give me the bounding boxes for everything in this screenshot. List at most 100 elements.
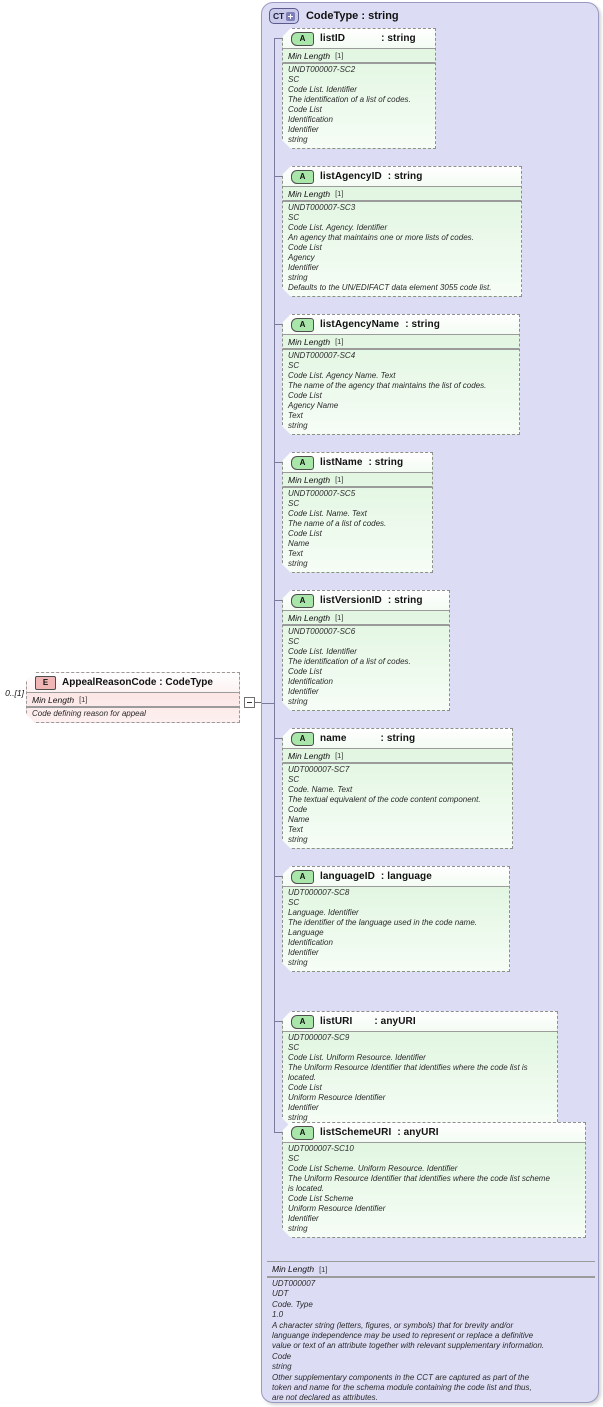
connector-stub	[274, 324, 282, 325]
attribute-doc-line: Code List. Name. Text	[288, 509, 367, 518]
attribute-name-text: listAgencyName	[320, 319, 400, 330]
element-name: AppealReasonCode : CodeType	[62, 677, 213, 688]
attribute-facet-row: Min Length[1]	[283, 748, 512, 763]
complextype-facet-value: [1]	[319, 1264, 328, 1274]
attribute-type-text: : string	[380, 733, 416, 744]
element-doc-line: Code defining reason for appeal	[32, 709, 146, 718]
attribute-name: name : string	[320, 733, 415, 744]
connector-stub	[274, 876, 282, 877]
element-facet-label: Min Length	[32, 694, 75, 705]
attribute-badge-icon: A	[291, 732, 314, 746]
attribute-doc-line: string	[288, 273, 308, 282]
attribute-doc-line: Text	[288, 411, 303, 420]
attribute-doc-line: Name	[288, 539, 310, 548]
attribute-doc-line: Uniform Resource Identifier	[288, 1204, 386, 1213]
complextype-badge-label: CT	[273, 10, 284, 21]
connector-stub	[274, 38, 282, 39]
attribute-type-text: : anyURI	[374, 1016, 416, 1027]
complextype-header: CT CodeType : string	[269, 7, 399, 25]
attribute-facet-value: [1]	[335, 189, 344, 198]
attribute-doc-line: UDT000007-SC10	[288, 1144, 354, 1153]
attribute-doc-line: Identification	[288, 677, 333, 686]
attribute-facet-row: Min Length[1]	[283, 334, 519, 349]
attribute-facet-label: Min Length	[288, 188, 331, 199]
attribute-badge-icon: A	[291, 318, 314, 332]
attribute-name: listURI: anyURI	[320, 1016, 416, 1027]
attribute-doc-line: Defaults to the UN/EDIFACT data element …	[288, 283, 492, 292]
connector-stub	[274, 1132, 282, 1133]
attribute-doc-line: Name	[288, 815, 310, 824]
attribute-doc-line: Code List. Identifier	[288, 85, 357, 94]
attribute-doc-line: Identifier	[288, 1214, 319, 1223]
connector-stub	[274, 600, 282, 601]
plus-icon[interactable]	[285, 11, 295, 21]
element-facet-value: [1]	[79, 695, 88, 704]
attribute-name: listSchemeURI: anyURI	[320, 1127, 439, 1138]
attribute-doc-line: The identifier of the language used in t…	[288, 918, 478, 927]
attribute-doc-line: An agency that maintains one or more lis…	[288, 233, 474, 242]
attribute-doc-line: SC	[288, 1043, 300, 1052]
complextype-badge-icon: CT	[269, 8, 299, 24]
attribute-doc-line: The identification of a list of codes.	[288, 657, 411, 666]
attribute-doc-line: The name of a list of codes.	[288, 519, 387, 528]
attribute-doc-line: UDT000007-SC7	[288, 765, 350, 774]
attribute-doc-line: SC	[288, 213, 300, 222]
attribute-name-text: listName	[320, 457, 363, 468]
attribute-doc-line: SC	[288, 499, 300, 508]
complextype-title: CodeType : string	[305, 10, 399, 22]
attribute-name-text: listID	[320, 33, 346, 44]
complextype-facet-row: Min Length [1]	[267, 1261, 595, 1277]
attribute-doc-line: UDT000007-SC8	[288, 888, 350, 897]
attribute-doc-line: Identifier	[288, 1103, 319, 1112]
attribute-doc-line: SC	[288, 637, 300, 646]
element-box-appealreasoncode[interactable]: E AppealReasonCode : CodeType Min Length…	[26, 672, 240, 723]
attribute-facet-value: [1]	[335, 51, 344, 60]
attribute-doc-line: Identifier	[288, 263, 319, 272]
attribute-doc-line: The Uniform Resource Identifier that ide…	[288, 1063, 528, 1082]
attribute-facet-label: Min Length	[288, 750, 331, 761]
attribute-facet-row: Min Length[1]	[283, 48, 435, 63]
attribute-type-text: : anyURI	[397, 1127, 439, 1138]
complextype-doc-line: A character string (letters, figures, or…	[272, 1320, 545, 1351]
attribute-doc-line: Identification	[288, 938, 333, 947]
attribute-badge-icon: A	[291, 594, 314, 608]
attribute-doc-line: UNDT000007-SC4	[288, 351, 356, 360]
attribute-badge-icon: A	[291, 1126, 314, 1140]
minus-icon[interactable]	[244, 697, 255, 708]
attribute-doc-line: Text	[288, 825, 303, 834]
element-facet-row: Min Length [1]	[27, 692, 239, 707]
attribute-name-text: name	[320, 733, 347, 744]
attribute-facet-row: Min Length[1]	[283, 610, 449, 625]
attribute-doc-line: Code List. Agency Name. Text	[288, 371, 396, 380]
attribute-name-text: listAgencyID	[320, 171, 382, 182]
attribute-doc-line: Code List	[288, 105, 322, 114]
attribute-name: listID: string	[320, 33, 416, 44]
attribute-doc-line: Text	[288, 549, 303, 558]
complextype-doc-line: 1.0	[272, 1310, 284, 1320]
connector-stub	[274, 462, 282, 463]
attribute-badge-icon: A	[291, 32, 314, 46]
element-header: E AppealReasonCode : CodeType	[27, 673, 239, 692]
complextype-doc-line: string	[272, 1362, 292, 1372]
attribute-badge-icon: A	[291, 1015, 314, 1029]
attribute-doc-line: Code. Name. Text	[288, 785, 353, 794]
attribute-doc-line: Uniform Resource Identifier	[288, 1093, 386, 1102]
